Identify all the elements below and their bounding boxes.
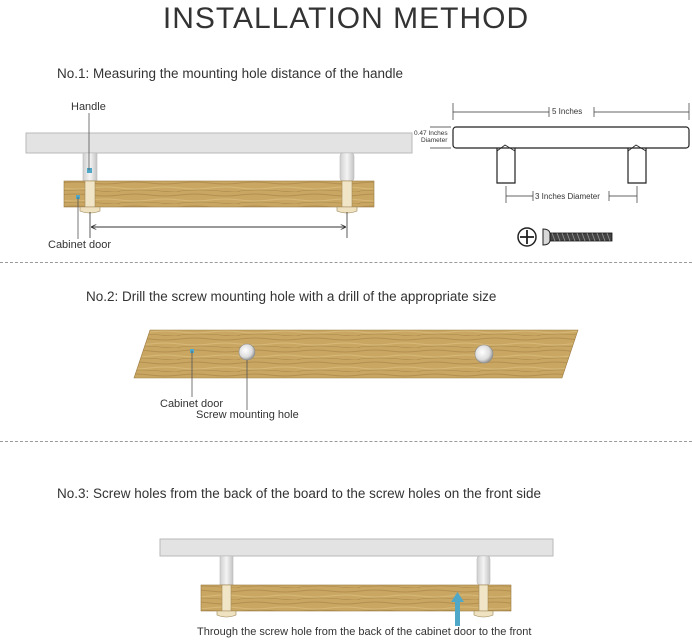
screw-shaft-right-3 — [478, 584, 489, 612]
handle-post-left — [82, 152, 98, 182]
screw-head-right-3 — [473, 610, 494, 618]
through-hole-label: Through the screw hole from the back of … — [197, 626, 532, 638]
screw-shaft-left-3 — [221, 584, 232, 612]
handle-post-right — [339, 152, 355, 182]
screw-hole-left — [238, 343, 256, 361]
screw-hole-right — [474, 344, 494, 364]
cabinet-door-label-2: Cabinet door — [160, 398, 223, 410]
diameter-word-label: Diameter — [421, 137, 448, 144]
handle-label: Handle — [71, 101, 106, 113]
section-divider-2 — [0, 441, 692, 442]
step1-handle-illustration — [25, 113, 413, 239]
handle-bar — [25, 132, 413, 154]
step3-heading: No.3: Screw holes from the back of the b… — [57, 486, 542, 501]
drawing-leg-right — [627, 148, 647, 184]
screw-head-left — [79, 206, 101, 214]
section-divider-1 — [0, 262, 692, 263]
step1-heading: No.1: Measuring the mounting hole distan… — [57, 66, 403, 81]
diameter-value-label: 0.47 Inches — [414, 130, 448, 137]
cabinet-door-board — [63, 180, 375, 208]
handle-bar-3 — [159, 538, 554, 557]
step2-heading: No.2: Drill the screw mounting hole with… — [86, 289, 497, 304]
cabinet-door-board-3 — [200, 584, 512, 612]
drawing-bar — [452, 126, 690, 149]
step2-board-illustration — [133, 329, 579, 410]
handle-post-left-3 — [219, 555, 234, 586]
drawing-leg-left — [496, 148, 516, 184]
screw-head-left-3 — [216, 610, 237, 618]
hole-spacing-label: 3 Inches Diameter — [535, 192, 600, 201]
angled-cabinet-door — [133, 329, 579, 379]
screw-mounting-hole-label: Screw mounting hole — [196, 409, 299, 421]
screw-icon — [517, 227, 613, 247]
handle-post-right-3 — [476, 555, 491, 586]
step3-mounted-illustration — [159, 538, 554, 618]
handle-marker — [87, 168, 92, 173]
page-title: INSTALLATION METHOD — [162, 2, 530, 35]
cabinet-door-label: Cabinet door — [48, 239, 111, 251]
screw-shaft-right — [341, 180, 353, 208]
arrow-up-icon — [451, 592, 464, 626]
drawing-dimension-lines — [430, 103, 690, 203]
screw-shaft-left — [84, 180, 96, 208]
handle-dimension-drawing — [452, 126, 690, 184]
length-dimension-label: 5 Inches — [552, 107, 583, 116]
screw-head-right — [336, 206, 358, 214]
